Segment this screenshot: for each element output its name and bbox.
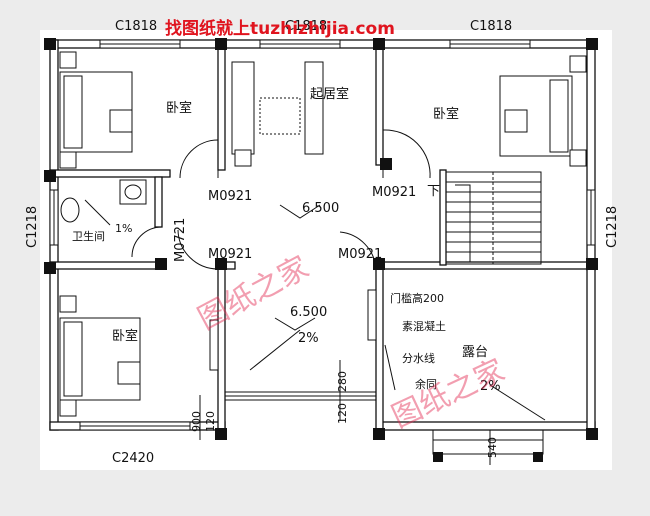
window-label-right-side: C1218: [605, 206, 620, 248]
concrete-note: 素混凝土: [402, 319, 446, 333]
elevation-lower: 6.500: [290, 305, 327, 320]
bed-bottom-left: [59, 295, 141, 417]
door-label-mid-left: M0921: [208, 247, 252, 262]
water-line-note: 分水线: [402, 351, 435, 365]
door-label-bath: M0721: [173, 218, 188, 262]
window-label-top-right: C1818: [470, 19, 512, 34]
elevation-upper: 6.500: [302, 201, 339, 216]
window-label-top-left: C1818: [115, 19, 157, 34]
slope-arrows: [249, 204, 546, 421]
slope-lower-label: 2%: [298, 331, 319, 346]
door-label-top-right: M0921: [372, 185, 416, 200]
room-living: 起居室: [310, 86, 349, 102]
window-label-top-middle: C1818: [285, 19, 327, 34]
stairs-down-label: 下: [427, 184, 440, 199]
room-bedroom-bottom-left: 卧室: [112, 328, 138, 344]
watermark-banner: 找图纸就上tuzhizhijia.com: [165, 18, 395, 39]
structural-columns: [44, 38, 598, 440]
window-label-bottom-left: C2420: [112, 451, 154, 466]
window-openings: [49, 39, 596, 431]
sill-height-note: 门槛高200: [390, 291, 444, 305]
door-swings: [131, 129, 431, 270]
room-bathroom: 卫生间: [72, 229, 105, 243]
staircase: [445, 171, 542, 265]
bed-top-left: [59, 51, 133, 169]
door-label-mid-right: M0921: [338, 247, 382, 262]
dim-120-mid: 120: [336, 403, 349, 424]
dim-540: 540: [486, 437, 499, 458]
dim-900: 900: [190, 411, 203, 432]
bathroom-fixtures: [60, 179, 147, 226]
slope-terrace-label: 2%: [480, 379, 501, 394]
balustrades: [224, 391, 544, 462]
sofa-set: [231, 61, 324, 167]
room-bedroom-top-left: 卧室: [166, 100, 192, 116]
remainder-note: 余同: [415, 377, 437, 391]
door-label-top-left: M0921: [208, 189, 252, 204]
room-bedroom-top-right: 卧室: [433, 106, 459, 122]
room-terrace: 露台: [462, 345, 488, 360]
dimension-lines: [199, 360, 491, 465]
window-label-left-side: C1218: [25, 206, 40, 248]
bath-slope-label: 1%: [115, 222, 132, 235]
dim-280: 280: [336, 371, 349, 392]
dim-120-left: 120: [204, 411, 217, 432]
bed-top-right: [499, 55, 587, 167]
